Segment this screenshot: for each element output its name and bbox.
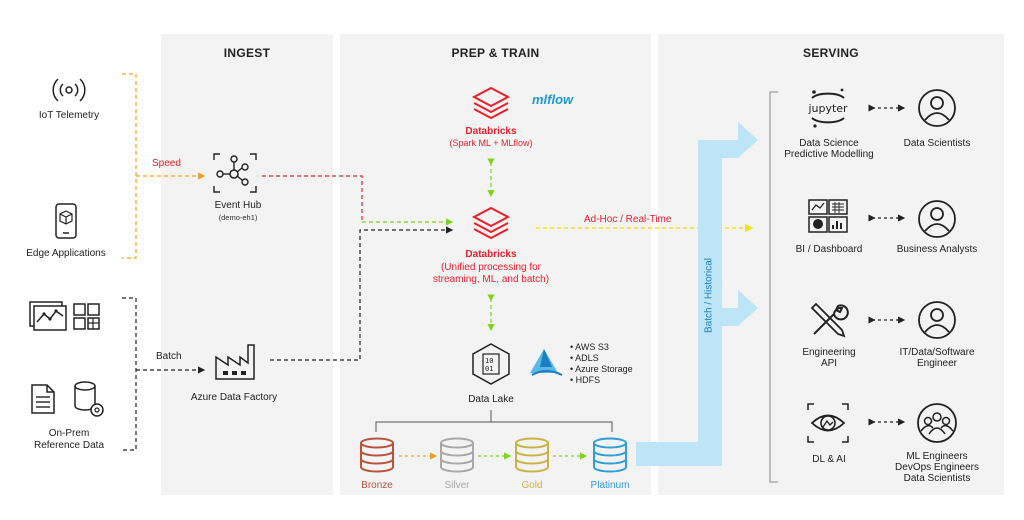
platinum-database-icon — [593, 437, 627, 473]
svg-text:10: 10 — [485, 357, 493, 365]
speed-label: Speed — [152, 158, 181, 169]
adhoc-realtime-label: Ad-Hoc / Real-Time — [584, 214, 672, 225]
tool-data-science-line2: Predictive Modelling — [784, 149, 874, 160]
factory-icon — [215, 344, 255, 380]
user-ml-engineers-line3: Data Scientists — [903, 473, 971, 484]
iot-telemetry-label: IoT Telemetry — [38, 110, 100, 121]
data-lake-label: Data Lake — [468, 394, 514, 405]
svg-text:01: 01 — [485, 365, 493, 373]
ingest-panel — [161, 34, 333, 495]
tool-engineering-line1: Engineering — [802, 347, 856, 358]
azure-storage-logo-icon — [530, 349, 563, 376]
edge-applications-label: Edge Applications — [26, 248, 106, 259]
storage-options-list: • AWS S3 • ADLS • Azure Storage • HDFS — [570, 342, 633, 386]
databricks-main-title: Databricks — [465, 249, 517, 260]
tool-data-science-line1: Data Science — [799, 138, 859, 149]
ingest-title: INGEST — [223, 46, 271, 60]
databricks-main-subtitle-1: (Unified processing for — [440, 262, 542, 273]
storage-option: • HDFS — [570, 375, 601, 385]
user-avatar-icon — [918, 200, 956, 238]
storage-option: • Azure Storage — [570, 364, 633, 374]
serving-title: SERVING — [803, 46, 859, 60]
databricks-main-icon — [471, 206, 511, 240]
databricks-main-subtitle-2: streaming, ML, and batch) — [432, 274, 550, 285]
storage-option: • AWS S3 — [570, 342, 609, 352]
data-lake-icon: 10 01 — [472, 343, 510, 385]
user-ml-engineers-line1: ML Engineers — [906, 451, 968, 462]
user-engineer-line2: Engineer — [916, 358, 958, 369]
tier-bronze-label: Bronze — [361, 480, 393, 491]
database-settings-icon — [74, 381, 104, 417]
edge-device-icon — [55, 203, 77, 239]
user-ml-engineers-line2: DevOps Engineers — [895, 462, 979, 473]
user-group-icon — [917, 403, 957, 443]
dashboard-icon — [808, 199, 848, 233]
databricks-top-icon — [471, 86, 511, 120]
tier-silver-label: Silver — [444, 480, 470, 491]
monitoring-chart-icon — [29, 301, 67, 331]
tool-dl-ai-label: DL & AI — [812, 454, 846, 465]
tier-gold-label: Gold — [521, 480, 543, 491]
document-icon — [31, 384, 55, 414]
gold-database-icon — [515, 437, 549, 473]
tool-engineering-line2: API — [820, 358, 838, 369]
user-avatar-icon — [918, 301, 956, 339]
silver-database-icon — [440, 437, 474, 473]
event-hub-icon — [213, 153, 257, 193]
azure-data-factory-label: Azure Data Factory — [190, 392, 278, 403]
jupyter-icon: jupyter — [807, 88, 848, 128]
grid-layout-icon — [73, 303, 100, 330]
iot-telemetry-icon — [52, 78, 86, 102]
prep-train-panel — [340, 34, 651, 495]
user-data-scientists-label: Data Scientists — [903, 138, 971, 149]
batch-label: Batch — [156, 351, 182, 362]
event-hub-sublabel: (demo-eh1) — [218, 213, 258, 222]
batch-historical-label: Batch / Historical — [703, 257, 715, 334]
tier-platinum-label: Platinum — [590, 480, 630, 491]
onprem-label-line2: Reference Data — [33, 440, 105, 451]
bronze-database-icon — [360, 437, 394, 473]
vision-icon — [807, 403, 849, 443]
user-avatar-icon — [918, 89, 956, 127]
databricks-top-title: Databricks — [465, 126, 517, 137]
event-hub-label: Event Hub — [214, 200, 262, 211]
jupyter-logo-text: jupyter — [807, 102, 848, 115]
onprem-label-line1: On-Prem — [48, 428, 90, 439]
tools-icon — [810, 302, 849, 338]
databricks-top-subtitle: (Spark ML + MLflow) — [449, 138, 533, 148]
prep-train-title: PREP & TRAIN — [451, 46, 540, 60]
user-engineer-line1: IT/Data/Software — [899, 347, 975, 358]
tool-bi-dashboard-label: BI / Dashboard — [795, 244, 863, 255]
storage-option: • ADLS — [570, 353, 599, 363]
mlflow-logo: mlflow — [532, 92, 574, 107]
user-business-analysts-label: Business Analysts — [896, 244, 978, 255]
